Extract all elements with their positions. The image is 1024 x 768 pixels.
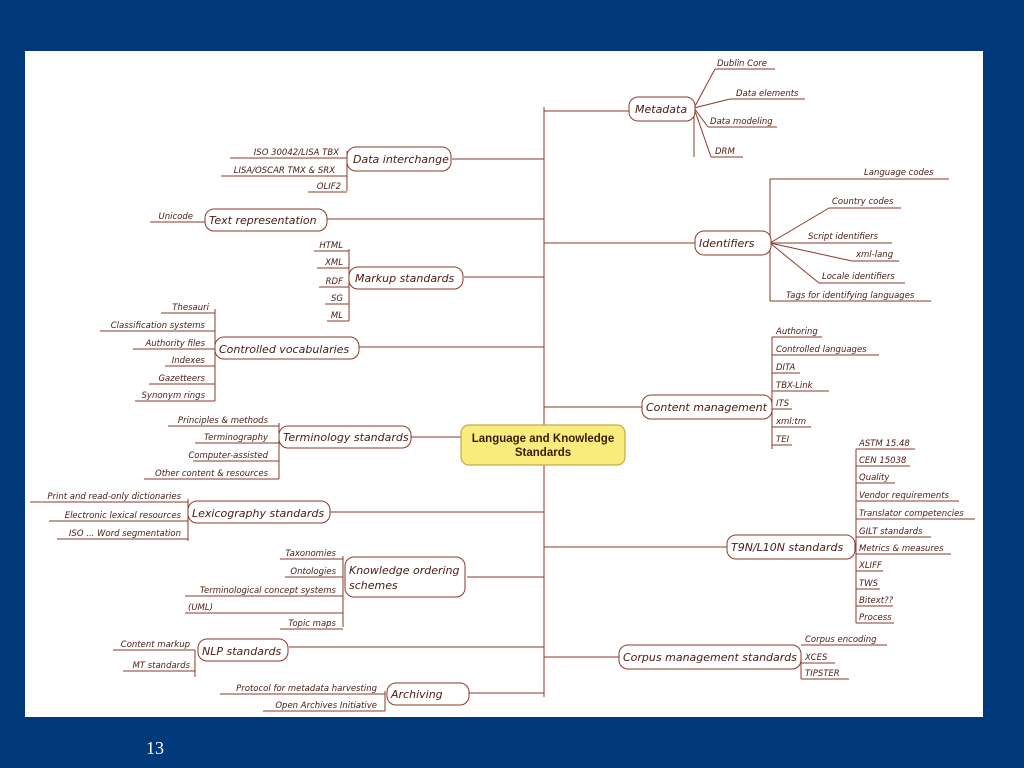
leaf: CEN 15038: [859, 456, 907, 466]
branch-markup-standards: Markup standards: [355, 272, 455, 285]
center-title-line1: Language and Knowledge: [472, 433, 614, 445]
leaf: ASTM 15.48: [858, 439, 910, 449]
leaf: Open Archives Initiative: [275, 701, 377, 711]
mindmap-diagram: Language and Knowledge Standards Metadat…: [30, 59, 975, 712]
leaf: Bitext??: [859, 596, 894, 606]
branch-knowledge-ordering-line1: Knowledge ordering: [349, 564, 460, 577]
leaf: TBX-Link: [776, 381, 814, 391]
leaf: Vendor requirements: [859, 491, 950, 501]
leaf: ITS: [776, 399, 790, 409]
branch-t9n-l10n: T9N/L10N standards: [731, 541, 843, 554]
leaf: Principles & methods: [178, 416, 269, 426]
branch-content-management: Content management: [646, 401, 768, 414]
branch-metadata: Metadata: [635, 103, 687, 116]
leaf: Quality: [859, 473, 890, 483]
leaf: XCES: [804, 653, 828, 663]
leaf: Print and read-only dictionaries: [47, 492, 181, 502]
leaf: XML: [324, 258, 343, 268]
leaf: Dublin Core: [717, 59, 767, 69]
leaf: DRM: [715, 147, 735, 157]
leaf: Authoring: [775, 327, 818, 337]
leaf: Electronic lexical resources: [65, 511, 182, 521]
leaf: TWS: [859, 579, 879, 589]
leaf: Script identifiers: [808, 232, 879, 242]
leaf: RDF: [326, 277, 343, 287]
leaf: Terminological concept systems: [200, 586, 337, 596]
leaf: ISO ... Word segmentation: [69, 529, 181, 539]
leaf: Unicode: [159, 212, 193, 222]
leaf: DITA: [776, 363, 795, 373]
branch-data-interchange: Data interchange: [353, 153, 449, 166]
leaf: Data elements: [736, 89, 799, 99]
leaf: MT standards: [132, 661, 190, 671]
leaf: Authority files: [144, 339, 205, 349]
leaf: Synonym rings: [142, 391, 206, 401]
leaf: Tags for identifying languages: [786, 291, 915, 301]
leaf: Country codes: [832, 197, 894, 207]
leaf: LISA/OSCAR TMX & SRX: [234, 166, 335, 176]
leaf: Other content & resources: [155, 469, 269, 479]
leaf: SG: [331, 294, 343, 304]
leaf: xml:tm: [775, 417, 806, 427]
page-number: 13: [146, 738, 164, 758]
branch-identifiers: Identifiers: [699, 237, 755, 250]
branch-archiving: Archiving: [390, 688, 443, 701]
leaf: Locale identifiers: [822, 272, 895, 282]
leaf: Ontologies: [290, 567, 336, 577]
center-title-line2: Standards: [515, 447, 571, 459]
leaf: Content markup: [121, 640, 190, 650]
leaf: TEI: [776, 435, 790, 445]
leaf: Language codes: [864, 168, 934, 178]
leaf: Protocol for metadata harvesting: [236, 684, 377, 694]
branch-corpus-management: Corpus management standards: [623, 651, 797, 664]
leaf: Metrics & measures: [859, 544, 944, 554]
leaf: Taxonomies: [285, 549, 336, 559]
branch-lexicography: Lexicography standards: [192, 507, 324, 520]
leaf: (UML): [188, 603, 213, 613]
mindmap-canvas: Language and Knowledge Standards Metadat…: [25, 51, 983, 717]
leaf: Corpus encoding: [805, 635, 877, 645]
leaf: Data modeling: [710, 117, 773, 127]
leaf: Topic maps: [288, 619, 336, 629]
leaf: Process: [859, 613, 892, 623]
leaf: Gazetteers: [158, 374, 205, 384]
leaf: Thesauri: [172, 303, 209, 313]
leaf: OLIF2: [317, 182, 341, 192]
center-node-box: [460, 424, 626, 466]
leaf: xml-lang: [855, 250, 894, 260]
leaf: TIPSTER: [805, 669, 840, 679]
branch-controlled-vocabularies: Controlled vocabularies: [219, 343, 349, 356]
branch-text-representation: Text representation: [209, 214, 317, 227]
leaf: HTML: [319, 241, 343, 251]
leaf: Computer-assisted: [188, 451, 268, 461]
branch-nlp: NLP standards: [202, 645, 281, 658]
leaf: XLIFF: [858, 561, 882, 571]
leaf: GILT standards: [859, 527, 923, 537]
leaf: Controlled languages: [776, 345, 867, 355]
branch-knowledge-ordering-line2: schemes: [349, 579, 398, 592]
leaf: ML: [331, 311, 343, 321]
leaf: Indexes: [172, 356, 206, 366]
leaf: Terminography: [204, 433, 269, 443]
leaf: ISO 30042/LISA TBX: [254, 148, 339, 158]
branch-terminology-standards: Terminology standards: [283, 431, 409, 444]
leaf: Translator competencies: [859, 509, 964, 519]
leaf: Classification systems: [111, 321, 206, 331]
